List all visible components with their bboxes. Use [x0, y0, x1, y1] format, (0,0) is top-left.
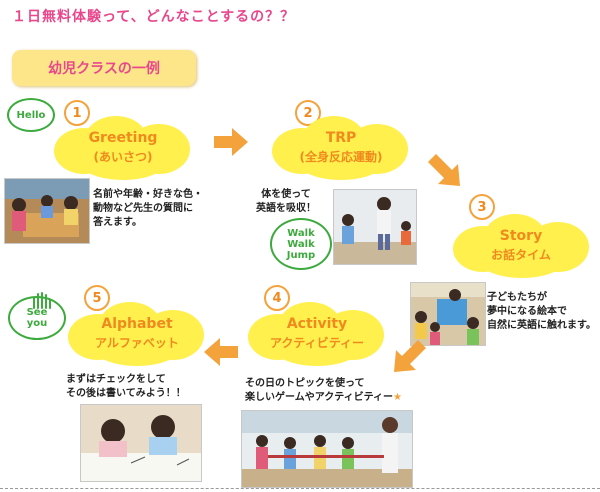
arrow-down-right-icon	[428, 154, 460, 186]
arrow-right-icon	[214, 128, 248, 156]
step-1-title: Greeting	[88, 130, 158, 146]
step-4-cloud: Activity アクティビティー	[242, 296, 392, 368]
step-4-subtitle: アクティビティー	[270, 336, 364, 350]
step-5-number: 5	[84, 285, 110, 311]
step-2-title: TRP	[325, 130, 357, 146]
step-1-number: 1	[64, 100, 90, 126]
hello-text: Hello	[16, 109, 46, 121]
step-3-title: Story	[499, 228, 543, 244]
step-3-number: 3	[469, 194, 495, 220]
example-class-badge: 幼児クラスの一例	[12, 50, 196, 86]
bottom-divider	[0, 488, 600, 489]
page-title: １日無料体験って、どんなことするの？？	[12, 9, 296, 25]
hello-speech-bubble: Hello	[7, 98, 55, 132]
step-5-subtitle: アルファベット	[95, 336, 179, 350]
step-4-title: Activity	[286, 316, 348, 332]
waving-hand-icon	[33, 292, 51, 309]
step-3-description: 子どもたちが 夢中になる絵本で 自然に英語に触れます。	[487, 292, 596, 331]
step-1-cloud: Greeting (あいさつ)	[48, 110, 198, 182]
arrow-down-left-icon	[394, 340, 426, 372]
step-4-number: 4	[264, 285, 290, 311]
trp-photo	[333, 189, 417, 265]
step-3-cloud: Story お話タイム	[447, 208, 595, 280]
arrow-left-icon	[204, 338, 238, 366]
step-5-description: まずはチェックをして その後は書いてみよう！！	[66, 374, 186, 399]
walk-jump-speech-bubble: Walk Walk Jump	[270, 218, 332, 270]
activity-photo	[241, 410, 413, 488]
step-5-cloud: Alphabet アルファベット	[62, 296, 212, 368]
step-5-title: Alphabet	[101, 316, 173, 332]
step-3-subtitle: お話タイム	[491, 248, 551, 262]
step-1-subtitle: (あいさつ)	[93, 150, 153, 164]
step-2-description: 体を使って 英語を吸収！	[256, 189, 316, 214]
step-1-description: 名前や年齢・好きな色・ 動物など先生の質問に 答えます。	[93, 189, 203, 228]
step-2-cloud: TRP (全身反応運動)	[266, 110, 416, 182]
star-icon: ★	[393, 392, 402, 403]
story-photo	[410, 282, 486, 346]
step-4-description: その日のトピックを使って 楽しいゲームやアクティビティー★	[245, 378, 402, 403]
alphabet-photo	[80, 404, 202, 482]
step-2-number: 2	[295, 100, 321, 126]
greeting-photo	[4, 178, 90, 244]
step-2-subtitle: (全身反応運動)	[299, 150, 383, 164]
